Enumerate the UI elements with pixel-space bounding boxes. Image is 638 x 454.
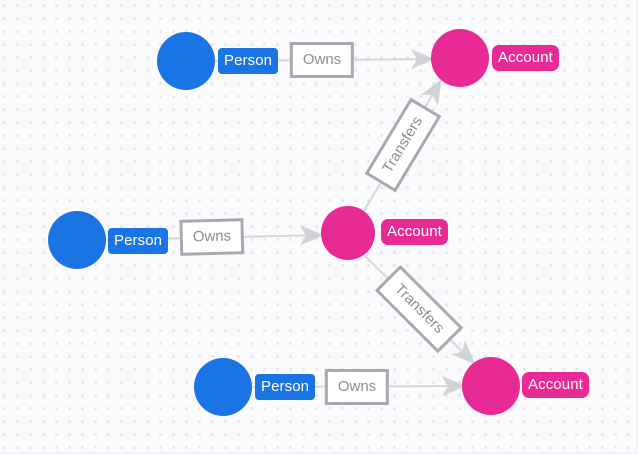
graph-node-person[interactable] xyxy=(48,211,106,269)
edge-label-owns[interactable]: Owns xyxy=(324,369,390,405)
graph-node-account[interactable] xyxy=(462,357,520,415)
edge-label-owns[interactable]: Owns xyxy=(289,42,355,78)
node-label-person[interactable]: Person xyxy=(255,374,316,400)
graph-node-account[interactable] xyxy=(321,206,375,260)
node-label-person[interactable]: Person xyxy=(108,228,169,254)
node-label-account[interactable]: Account xyxy=(492,45,559,71)
node-label-person[interactable]: Person xyxy=(218,48,279,74)
edge-label-owns[interactable]: Owns xyxy=(179,218,245,256)
node-label-account[interactable]: Account xyxy=(522,372,589,398)
graph-node-person[interactable] xyxy=(194,358,252,416)
graph-node-person[interactable] xyxy=(157,32,215,90)
node-label-account[interactable]: Account xyxy=(381,219,448,245)
graph-node-account[interactable] xyxy=(431,29,489,87)
